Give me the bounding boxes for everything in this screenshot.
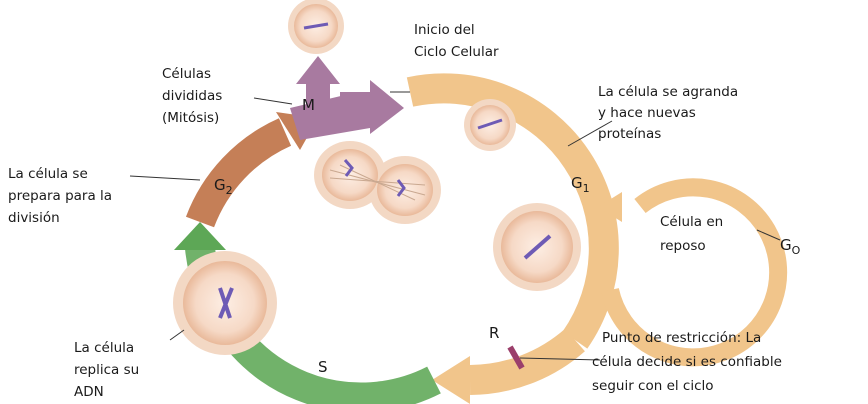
label-replica-2: replica su [74,362,139,378]
label-prepara-3: división [8,210,60,226]
cell-g1 [464,99,516,151]
label-prepara-2: prepara para la [8,188,112,204]
g1-arrow-head [432,356,470,404]
s-arrow-head [174,222,226,250]
cell-s [173,251,277,355]
cell-dividing [314,141,441,224]
label-inicio-1: Inicio del [414,22,475,38]
label-divididas-1: Células [162,66,211,82]
phase-m: M [302,96,315,114]
label-replica-1: La célula [74,340,134,356]
leader-divididas [254,98,292,104]
label-agranda-2: y hace nuevas [598,105,696,121]
leader-replica [170,330,184,340]
label-restriccion-2: célula decide si es confiable [592,354,782,370]
cell-g1-large [493,203,581,291]
label-reposo-2: reposo [660,238,706,254]
phase-r: R [489,324,499,342]
phase-s: S [318,358,328,376]
label-reposo-1: Célula en [660,214,723,230]
g1-band-lower [470,340,575,380]
phase-g0: GO [780,236,801,257]
cell-top [288,0,344,54]
leader-prepara [130,176,200,180]
label-divididas-3: (Mitósis) [162,110,219,126]
label-divididas-2: divididas [162,88,222,104]
label-agranda-1: La célula se agranda [598,84,738,100]
label-replica-3: ADN [74,384,104,400]
label-prepara-1: La célula se [8,166,88,182]
label-restriccion-3: seguir con el ciclo [592,378,714,394]
label-inicio-2: Ciclo Celular [414,44,499,60]
label-restriccion-1: Punto de restricción: La [602,330,761,346]
label-agranda-3: proteínas [598,126,661,142]
g2-band [200,132,285,222]
